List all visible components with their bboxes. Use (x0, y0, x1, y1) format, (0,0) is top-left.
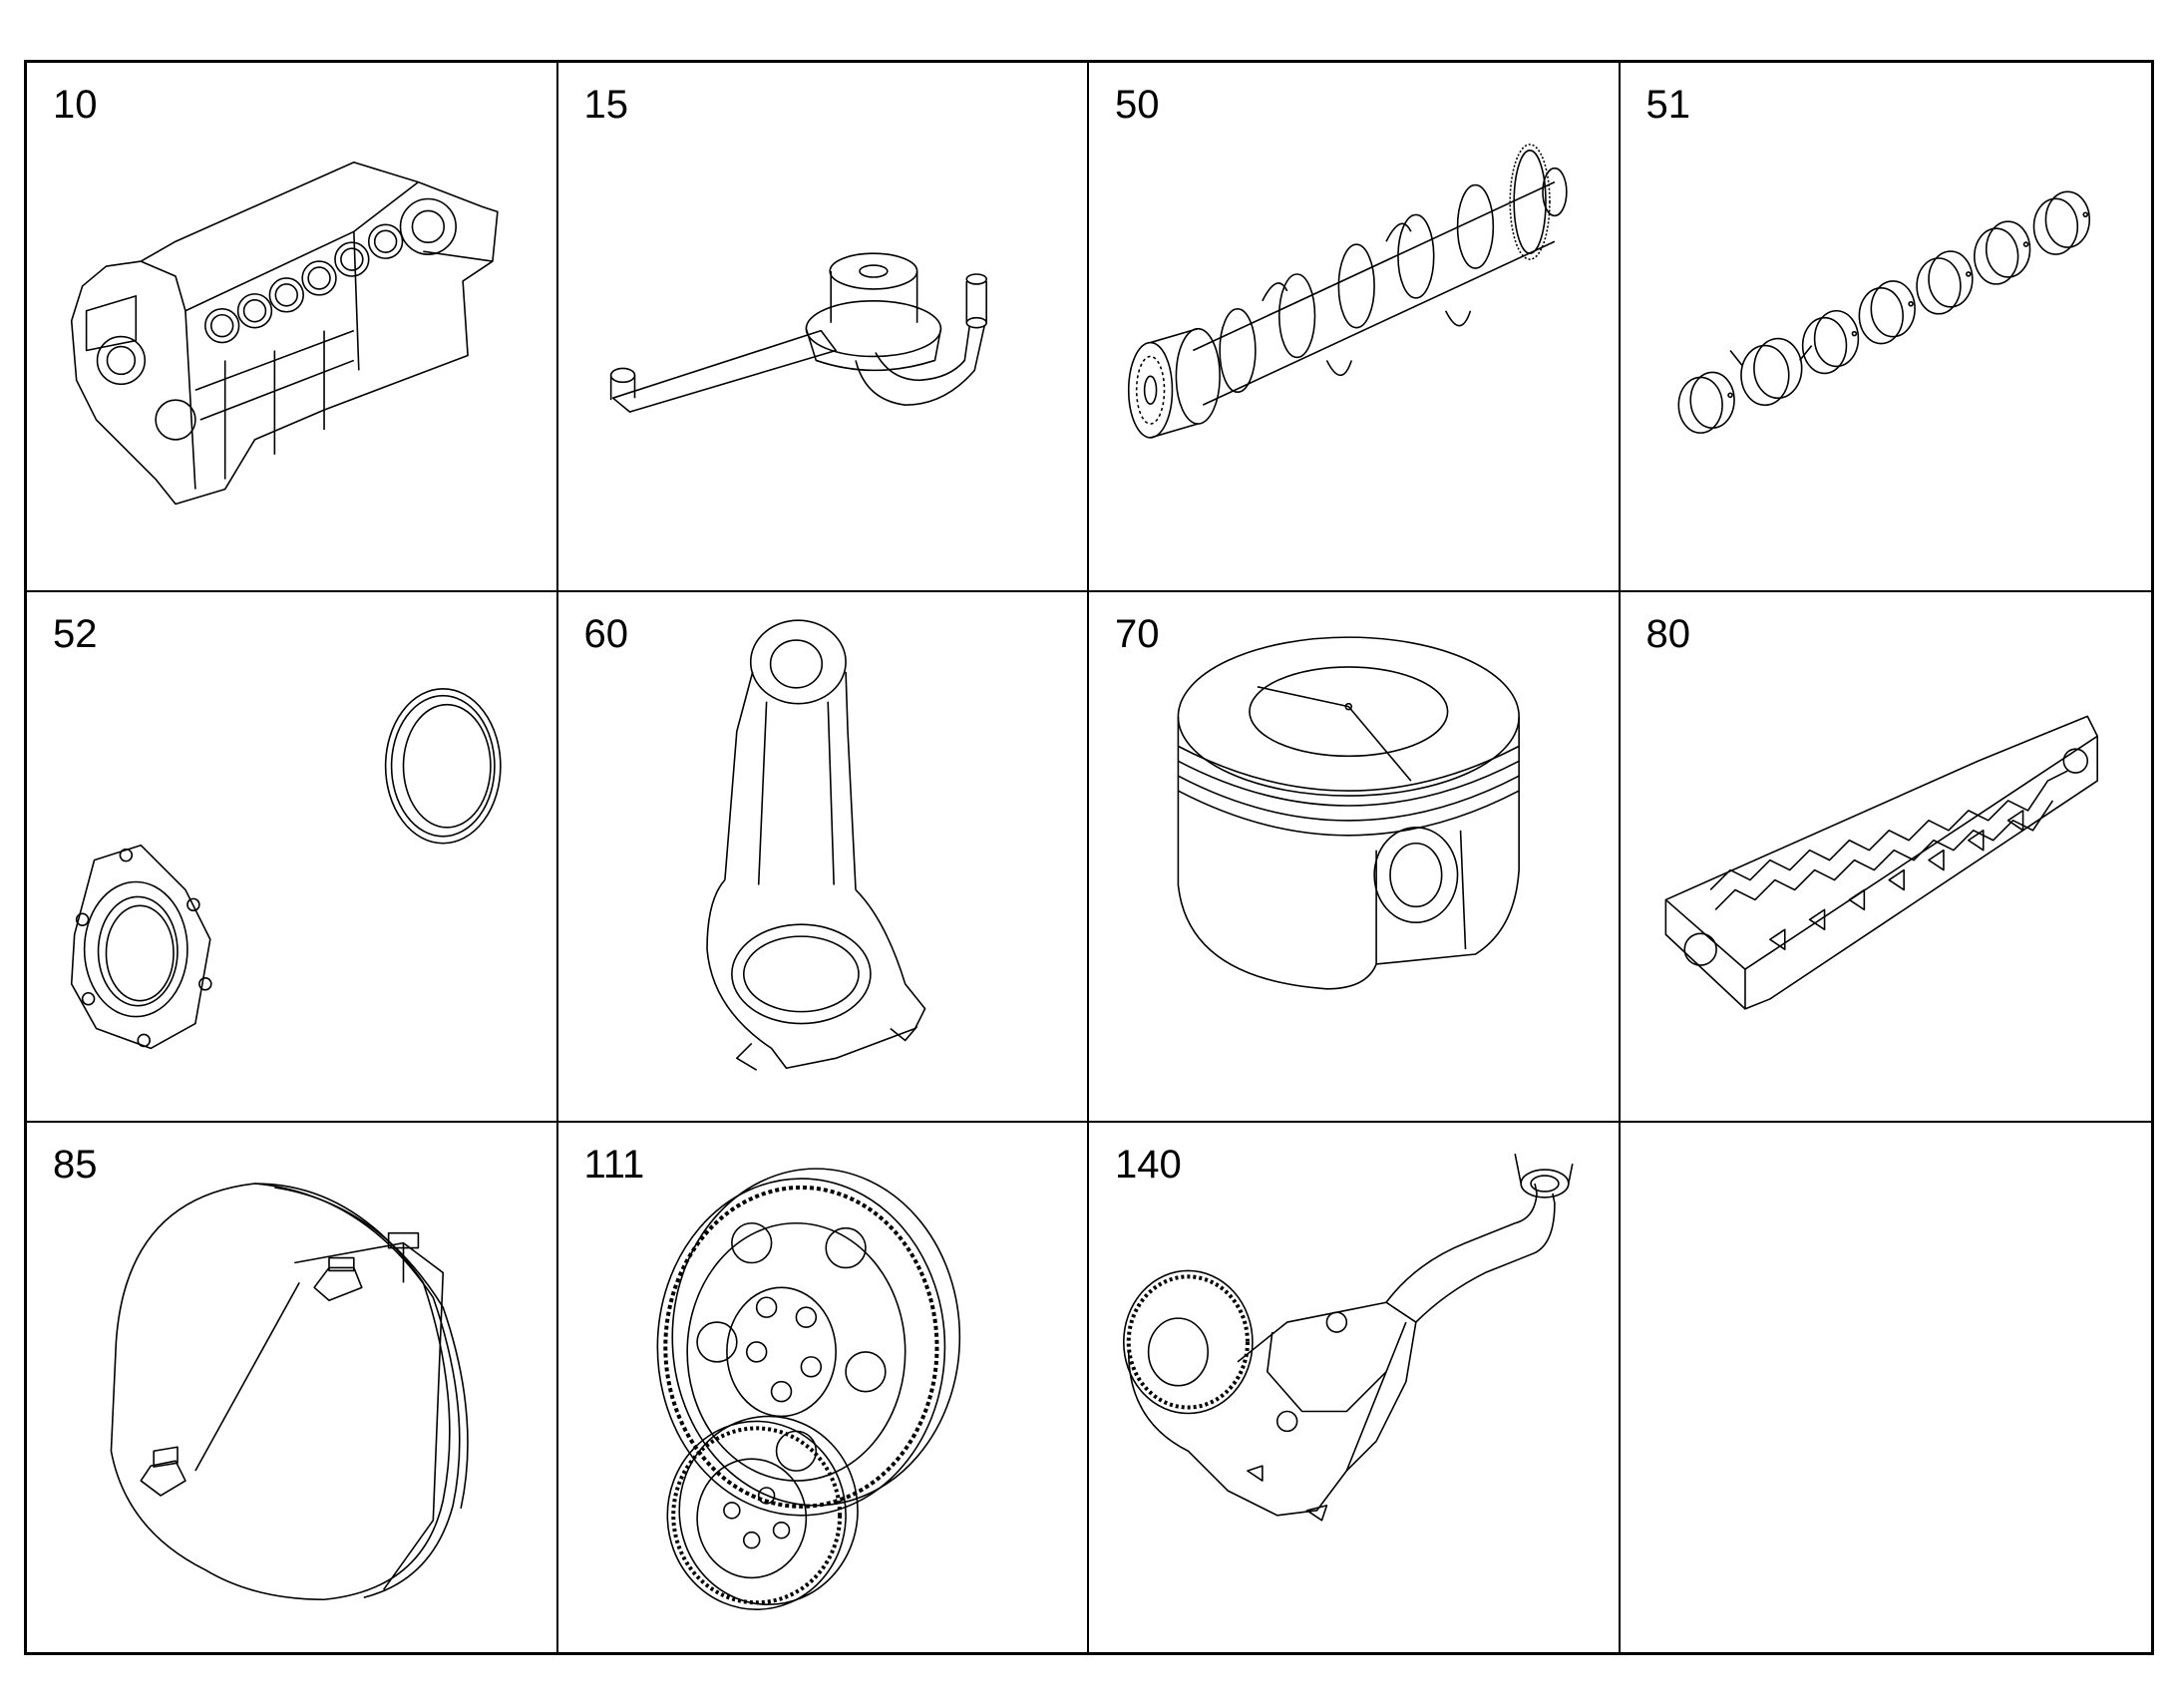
connecting-rod-icon (558, 592, 1088, 1120)
oil-pump-icon (1089, 1123, 1619, 1652)
part-number: 52 (53, 612, 98, 657)
part-number: 15 (583, 83, 629, 127)
crankshaft-seals-icon (27, 592, 556, 1120)
part-number: 70 (1115, 612, 1160, 657)
part-cell-52[interactable]: 52 (27, 592, 558, 1123)
part-number: 140 (1115, 1142, 1182, 1187)
part-cell-70[interactable]: 70 (1089, 592, 1621, 1123)
part-number: 10 (53, 83, 98, 127)
cylinder-block-icon (27, 63, 556, 590)
part-number: 50 (1115, 83, 1160, 127)
part-cell-85[interactable]: 85 (27, 1122, 558, 1652)
part-number: 51 (1645, 83, 1691, 127)
piston-cooling-nozzle-icon (558, 63, 1088, 590)
cylinder-head-icon (1621, 592, 2152, 1120)
part-cell-10[interactable]: 10 (27, 63, 558, 593)
part-cell-80[interactable]: 80 (1620, 592, 2152, 1123)
part-cell-140[interactable]: 140 (1089, 1122, 1621, 1652)
part-number: 80 (1645, 612, 1691, 657)
parts-grid: 10 15 (24, 60, 2154, 1655)
part-number: 85 (53, 1142, 98, 1187)
cover-plate-icon (27, 1123, 556, 1652)
main-bearing-shells-icon (1621, 63, 2152, 590)
part-cell-15[interactable]: 15 (557, 63, 1089, 593)
part-cell-50[interactable]: 50 (1089, 63, 1621, 593)
crankshaft-icon (1089, 63, 1619, 590)
part-cell-60[interactable]: 60 (557, 592, 1089, 1123)
piston-icon (1089, 592, 1619, 1120)
part-cell-111[interactable]: 111 (558, 1122, 1089, 1652)
empty-cell (1621, 1123, 2152, 1652)
part-number: 60 (583, 612, 629, 657)
timing-gears-icon (558, 1123, 1088, 1652)
part-cell-51[interactable]: 51 (1620, 63, 2152, 593)
part-number: 111 (583, 1142, 645, 1187)
